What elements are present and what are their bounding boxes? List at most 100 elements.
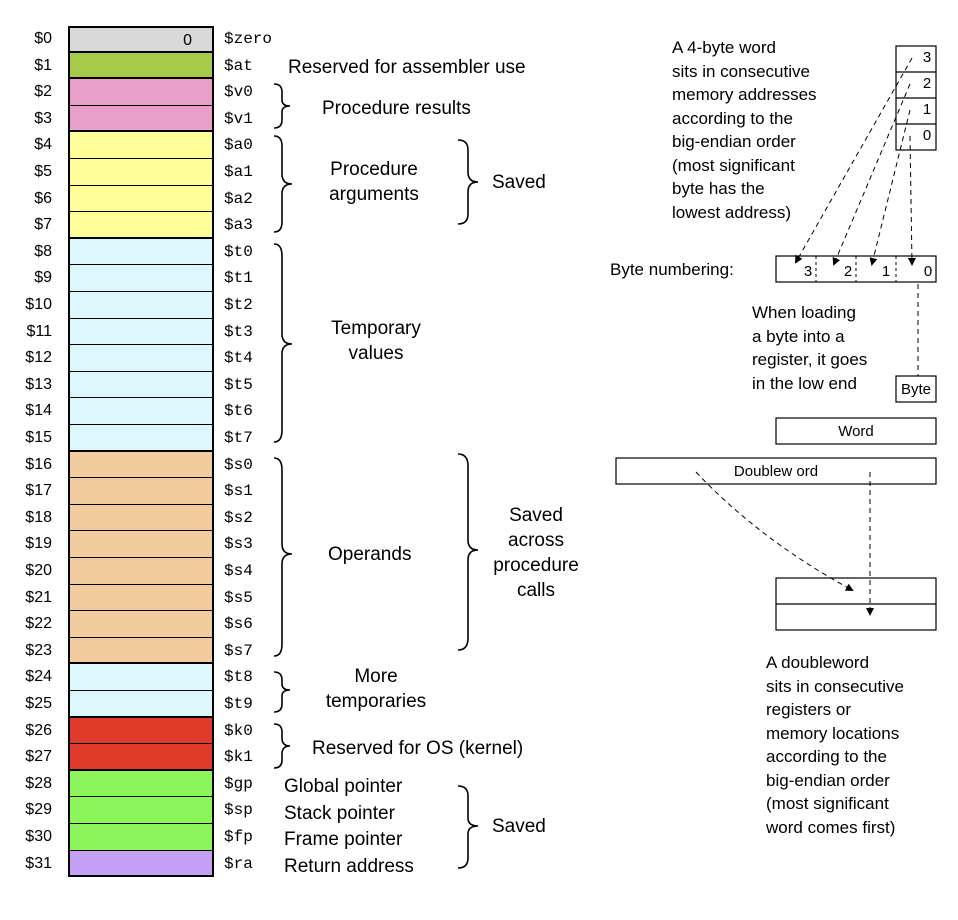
byte-number-2: 2 [843, 263, 853, 280]
register-number: $16 [25, 455, 52, 473]
load-note-line3: register, it goes [752, 350, 868, 369]
register-cell: 0 [68, 26, 214, 53]
temporary-values-line1: Temporary [331, 318, 421, 339]
word-note-line1: A 4-byte word [672, 38, 776, 57]
register-name: $k1 [224, 748, 253, 767]
load-note: When loading a byte into a register, it … [752, 301, 867, 395]
brace-results [273, 83, 291, 129]
saved-across-line4: calls [516, 580, 555, 601]
register-name: $t4 [224, 349, 253, 368]
register-number: $4 [34, 136, 52, 154]
register-name: $at [224, 56, 253, 75]
load-note-line2: a byte into a [752, 326, 845, 346]
load-note-line4: in the low end [752, 373, 857, 393]
word-note-line8: lowest address) [672, 202, 792, 222]
register-cell [68, 637, 214, 665]
brace-arguments [273, 135, 293, 233]
stack-pointer-label: Stack pointer [284, 803, 395, 824]
word-note-line6: (most significant [672, 155, 795, 175]
saved-across-line2: across [508, 530, 564, 551]
register-cell [68, 132, 214, 159]
register-number: $29 [25, 801, 52, 819]
register-number: $19 [25, 535, 52, 553]
global-pointer-label: Global pointer [284, 776, 403, 797]
operands-label: Operands [328, 544, 412, 565]
register-number: $26 [25, 721, 52, 739]
dword-note-line3: registers or [766, 700, 852, 719]
register-cell [68, 478, 214, 505]
register-number: $28 [25, 774, 52, 792]
saved-label-bottom: Saved [492, 816, 546, 837]
register-name: $s2 [224, 508, 253, 527]
more-temporaries-line2: temporaries [325, 691, 427, 712]
register-name: $v1 [224, 109, 253, 128]
register-name: $s4 [224, 562, 253, 580]
register-number: $0 [34, 30, 52, 47]
register-name: $s6 [224, 615, 253, 634]
more-temporaries-label: More temporaries [314, 664, 438, 714]
register-cell [68, 238, 214, 266]
register-cell [68, 770, 214, 798]
return-address-label: Return address [284, 856, 414, 877]
register-name: $sp [224, 801, 253, 820]
saved-across-label: Saved across procedure calls [478, 503, 594, 603]
word-note-line7: byte has the [672, 179, 765, 198]
register-cell [68, 398, 214, 425]
register-name: $t8 [224, 668, 253, 687]
doubleword-note: A doubleword sits in consecutive registe… [766, 651, 904, 839]
register-cell [68, 664, 214, 691]
temporary-values-line2: values [348, 343, 404, 364]
brace-operands [273, 457, 293, 657]
byte-box-label: Byte [900, 381, 931, 398]
register-number: $22 [25, 615, 52, 633]
register-cell [68, 292, 214, 319]
register-cell [68, 79, 214, 106]
register-name: $a0 [224, 136, 253, 155]
register-number: $27 [25, 748, 52, 766]
register-number: $31 [25, 854, 52, 872]
register-cell [68, 717, 214, 745]
dword-note-line2: sits in consecutive [766, 676, 904, 696]
register-number: $17 [25, 482, 52, 500]
register-name: $gp [224, 774, 253, 793]
register-number: $20 [25, 562, 52, 579]
load-note-line1: When loading [752, 303, 856, 322]
doubleword-registers [775, 577, 937, 631]
register-name: $v0 [224, 83, 253, 102]
register-name: $a3 [224, 216, 253, 235]
register-value: 0 [183, 32, 192, 49]
dword-note-line7: (most significant [766, 794, 889, 813]
word-byte-2: 2 [922, 75, 932, 92]
register-name: $t1 [224, 269, 253, 288]
register-cell [68, 425, 214, 452]
braces [273, 83, 479, 869]
word-note-line3: memory addresses [672, 85, 817, 104]
register-name: $s3 [224, 535, 253, 554]
memory-word-column [895, 45, 937, 151]
register-name: $s0 [224, 455, 253, 474]
saved-across-line3: procedure [493, 555, 579, 576]
register-number: $1 [34, 56, 52, 74]
register-cell [68, 850, 214, 878]
word-byte-1: 1 [922, 101, 932, 118]
byte-box [895, 375, 937, 403]
register-cell [68, 265, 214, 292]
register-number: $12 [25, 349, 52, 367]
register-cell [68, 318, 214, 346]
register-number: $5 [34, 163, 52, 180]
register-name: $t2 [224, 296, 253, 314]
register-number: $15 [25, 429, 52, 446]
register-number: $10 [25, 296, 52, 313]
assembler-label: Reserved for assembler use [288, 57, 526, 78]
dword-note-line1: A doubleword [766, 653, 870, 672]
register-number: $30 [25, 828, 52, 845]
register-number: $21 [25, 588, 52, 606]
word-box [775, 417, 937, 445]
word-note-line4: according to the [672, 108, 793, 128]
register-number: $23 [25, 641, 52, 659]
register-name: $s7 [224, 641, 253, 660]
register-cell [68, 185, 214, 213]
register-cell [68, 212, 214, 239]
register-name: $t7 [224, 429, 253, 447]
